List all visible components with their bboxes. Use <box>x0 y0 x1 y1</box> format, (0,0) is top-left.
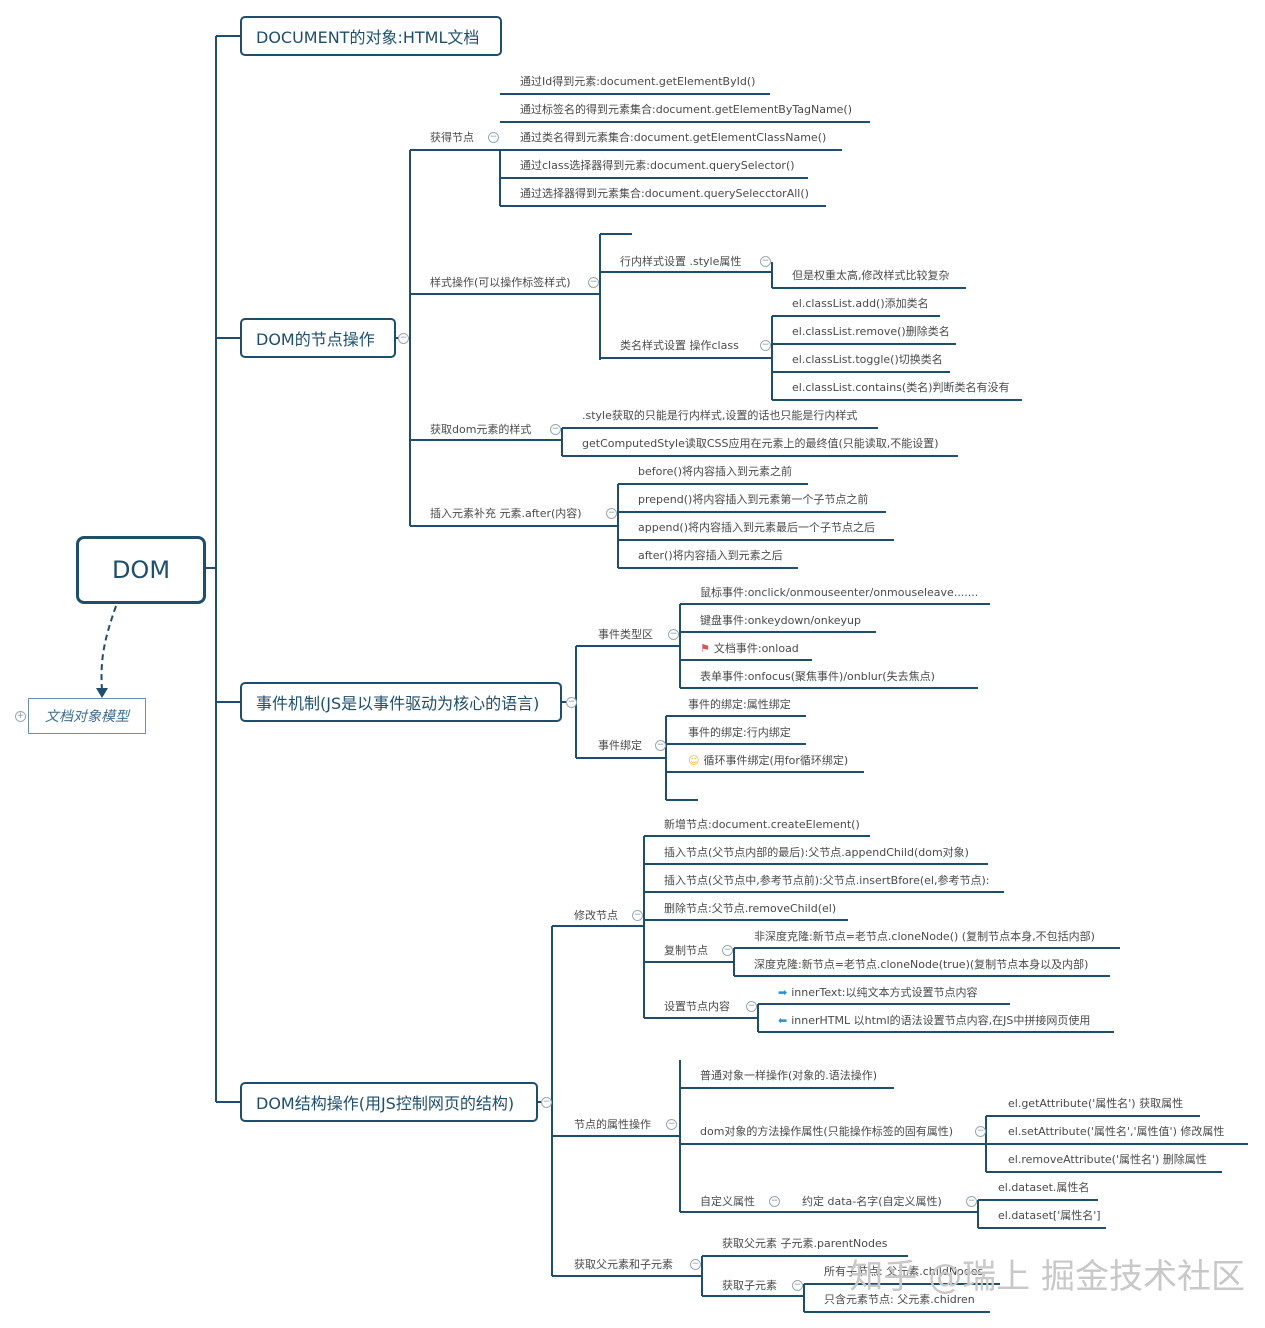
leaf-attr-binding[interactable]: 事件的绑定:属性绑定 <box>688 698 791 711</box>
topic-get-style[interactable]: 获取dom元素的样式 <box>430 423 532 436</box>
leaf-child-nodes[interactable]: 所有子节点: 父元素.childNodes <box>824 1265 984 1278</box>
main-topic-document[interactable]: DOCUMENT的对象:HTML文档 <box>240 16 502 56</box>
leaf-mouse-events[interactable]: 鼠标事件:onclick/onmouseenter/onmouseleave..… <box>700 586 979 599</box>
leaf-query-selector-all[interactable]: 通过选择器得到元素集合:document.querySelecctorAll() <box>520 187 809 200</box>
leaf-document-events[interactable]: ⚑文档事件:onload <box>698 641 801 656</box>
leaf-remove-child[interactable]: 删除节点:父节点.removeChild(el) <box>664 902 837 915</box>
leaf-computed-style[interactable]: getComputedStyle读取CSS应用在元素上的最终值(只能读取,不能设… <box>582 437 939 450</box>
topic-style-ops[interactable]: 样式操作(可以操作标签样式) <box>430 276 571 289</box>
topic-attr-ops[interactable]: 节点的属性操作 <box>574 1118 651 1131</box>
collapse-icon[interactable]: − <box>566 697 577 708</box>
leaf-inline-binding[interactable]: 事件的绑定:行内绑定 <box>688 726 791 739</box>
watermark: 知乎 @瑞上 掘金技术社区 <box>849 1257 1245 1297</box>
collapse-icon[interactable]: − <box>792 1280 803 1291</box>
topic-parent-children[interactable]: 获取父元素和子元素 <box>574 1258 673 1271</box>
leaf-plain-object-attr[interactable]: 普通对象一样操作(对象的.语法操作) <box>700 1069 878 1082</box>
leaf-classlist-contains[interactable]: el.classList.contains(类名)判断类名有没有 <box>792 381 1010 394</box>
leaf-loop-binding[interactable]: ☺循环事件绑定(用for循环绑定) <box>686 753 850 768</box>
collapse-icon[interactable]: − <box>398 333 409 344</box>
collapse-icon[interactable]: − <box>666 1119 677 1130</box>
collapse-icon[interactable]: − <box>488 132 499 143</box>
smiley-icon: ☺ <box>688 754 700 767</box>
leaf-append-child[interactable]: 插入节点(父节点内部的最后):父节点.appendChild(dom对象) <box>664 846 969 859</box>
root-node[interactable]: DOM <box>76 536 206 604</box>
leaf-set-attribute[interactable]: el.setAttribute('属性名','属性值') 修改属性 <box>1008 1125 1225 1138</box>
leaf-inner-html-label: innerHTML 以html的语法设置节点内容,在JS中拼接网页使用 <box>791 1014 1091 1027</box>
leaf-form-events[interactable]: 表单事件:onfocus(聚焦事件)/onblur(失去焦点) <box>700 670 935 683</box>
topic-event-types[interactable]: 事件类型区 <box>598 628 653 641</box>
leaf-query-selector[interactable]: 通过class选择器得到元素:document.querySelector() <box>520 159 795 172</box>
leaf-get-by-tag[interactable]: 通过标签名的得到元素集合:document.getElementByTagNam… <box>520 103 853 116</box>
topic-method-attr[interactable]: dom对象的方法操作属性(只能操作标签的固有属性) <box>700 1125 954 1138</box>
collapse-icon[interactable]: − <box>746 1001 757 1012</box>
collapse-icon[interactable]: − <box>606 508 617 519</box>
collapse-icon[interactable]: − <box>722 945 733 956</box>
collapse-icon[interactable]: − <box>966 1196 977 1207</box>
topic-inline-style[interactable]: 行内样式设置 .style属性 <box>620 255 742 268</box>
leaf-document-events-label: 文档事件:onload <box>713 642 799 655</box>
collapse-icon[interactable]: − <box>541 1097 552 1108</box>
leaf-get-attribute[interactable]: el.getAttribute('属性名') 获取属性 <box>1008 1097 1184 1110</box>
collapse-icon[interactable]: − <box>655 740 666 751</box>
leaf-inner-html[interactable]: ⬅innerHTML 以html的语法设置节点内容,在JS中拼接网页使用 <box>776 1013 1092 1028</box>
topic-custom-attr[interactable]: 自定义属性 <box>700 1195 755 1208</box>
leaf-inline-note[interactable]: 但是权重太高,修改样式比较复杂 <box>792 269 950 282</box>
collapse-icon[interactable]: − <box>550 424 561 435</box>
main-topic-node-ops[interactable]: DOM的节点操作 <box>240 318 396 358</box>
leaf-get-by-id[interactable]: 通过Id得到元素:document.getElementById() <box>520 75 756 88</box>
leaf-shallow-clone[interactable]: 非深度克隆:新节点=老节点.cloneNode() (复制节点本身,不包括内部) <box>754 930 1095 943</box>
collapse-icon[interactable]: − <box>769 1196 780 1207</box>
collapse-icon[interactable]: − <box>690 1259 701 1270</box>
leaf-append[interactable]: append()将内容插入到元素最后一个子节点之后 <box>638 521 876 534</box>
leaf-after[interactable]: after()将内容插入到元素之后 <box>638 549 783 562</box>
collapse-icon[interactable]: − <box>760 256 771 267</box>
leaf-classlist-remove[interactable]: el.classList.remove()删除类名 <box>792 325 950 338</box>
topic-insert-elements[interactable]: 插入元素补充 元素.after(内容) <box>430 507 582 520</box>
leaf-element-children[interactable]: 只含元素节点: 父元素.chidren <box>824 1293 975 1306</box>
leaf-remove-attribute[interactable]: el.removeAttribute('属性名') 删除属性 <box>1008 1153 1207 1166</box>
leaf-before[interactable]: before()将内容插入到元素之前 <box>638 465 792 478</box>
main-topic-structure[interactable]: DOM结构操作(用JS控制网页的结构) <box>240 1082 538 1122</box>
leaf-classlist-add[interactable]: el.classList.add()添加类名 <box>792 297 929 310</box>
leaf-classlist-toggle[interactable]: el.classList.toggle()切换类名 <box>792 353 943 366</box>
collapse-icon[interactable]: − <box>632 910 643 921</box>
leaf-inner-text[interactable]: ➡innerText:以纯文本方式设置节点内容 <box>776 985 979 1000</box>
topic-event-binding[interactable]: 事件绑定 <box>598 739 642 752</box>
main-topic-events[interactable]: 事件机制(JS是以事件驱动为核心的语言) <box>240 682 562 722</box>
leaf-deep-clone[interactable]: 深度克隆:新节点=老节点.cloneNode(true)(复制节点本身以及内部) <box>754 958 1089 971</box>
topic-modify-nodes[interactable]: 修改节点 <box>574 909 618 922</box>
collapse-icon[interactable]: − <box>668 629 679 640</box>
topic-data-convention[interactable]: 约定 data-名字(自定义属性) <box>802 1195 942 1208</box>
floating-topic[interactable]: 文档对象模型 <box>28 698 146 734</box>
leaf-keyboard-events[interactable]: 键盘事件:onkeydown/onkeyup <box>700 614 861 627</box>
collapse-icon[interactable]: − <box>760 340 771 351</box>
leaf-loop-binding-label: 循环事件绑定(用for循环绑定) <box>703 754 849 767</box>
leaf-prepend[interactable]: prepend()将内容插入到元素第一个子节点之前 <box>638 493 869 506</box>
topic-clone-node[interactable]: 复制节点 <box>664 944 708 957</box>
arrow-right-icon: ➡ <box>778 986 788 999</box>
leaf-create-element[interactable]: 新增节点:document.createElement() <box>664 818 860 831</box>
topic-get-nodes[interactable]: 获得节点 <box>430 131 474 144</box>
leaf-parent-nodes[interactable]: 获取父元素 子元素.parentNodes <box>722 1237 888 1250</box>
collapse-icon[interactable]: − <box>975 1126 986 1137</box>
collapse-icon[interactable]: − <box>588 277 599 288</box>
collapse-icon[interactable]: + <box>15 711 26 722</box>
topic-class-style[interactable]: 类名样式设置 操作class <box>620 339 739 352</box>
leaf-dataset-dot[interactable]: el.dataset.属性名 <box>998 1181 1090 1194</box>
leaf-get-by-class[interactable]: 通过类名得到元素集合:document.getElementClassName(… <box>520 131 827 144</box>
topic-get-children[interactable]: 获取子元素 <box>722 1279 777 1292</box>
red-flag-icon: ⚑ <box>700 642 710 655</box>
leaf-inner-text-label: innerText:以纯文本方式设置节点内容 <box>791 986 978 999</box>
leaf-insert-before[interactable]: 插入节点(父节点中,参考节点前):父节点.insertBfore(el,参考节点… <box>664 874 990 887</box>
arrow-left-icon: ⬅ <box>778 1014 788 1027</box>
topic-set-content[interactable]: 设置节点内容 <box>664 1000 730 1013</box>
leaf-dataset-bracket[interactable]: el.dataset['属性名'] <box>998 1209 1101 1222</box>
leaf-style-inline-only[interactable]: .style获取的只能是行内样式,设置的话也只能是行内样式 <box>582 409 858 422</box>
